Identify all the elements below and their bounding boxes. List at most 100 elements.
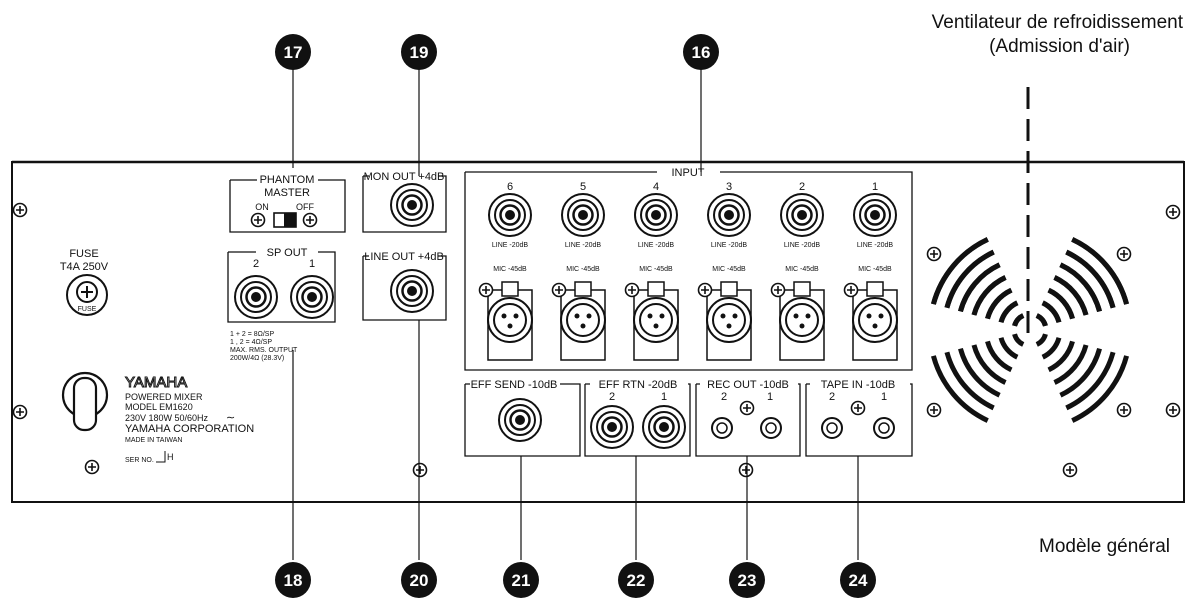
xlr-mic-input-icon[interactable] (560, 281, 606, 361)
rec-out-2-rca-icon[interactable] (711, 417, 733, 439)
fuse-label: FUSE (69, 248, 98, 260)
fan-screw-icon (1116, 246, 1132, 262)
svg-text:23: 23 (738, 571, 757, 590)
mic-input-label: MIC -45dB (785, 266, 819, 273)
input-channel-number: 6 (507, 181, 513, 193)
xlr-screw-icon (843, 282, 859, 298)
callout-17: 17 (275, 34, 311, 70)
line-input-jack-icon[interactable] (852, 192, 898, 238)
eff-send-section: EFF SEND -10dB (464, 379, 581, 457)
input-title: INPUT (672, 167, 705, 179)
tape-in-ch1-label: 1 (881, 391, 887, 403)
xlr-screw-icon (697, 282, 713, 298)
input-channel-number: 5 (580, 181, 586, 193)
mic-input-label: MIC -45dB (493, 266, 527, 273)
nameplate: YAMAHA POWERED MIXER MODEL EM1620 230V 1… (125, 374, 255, 465)
panel-screw-icon (12, 202, 28, 218)
sp-out-ch1-label: 1 (309, 258, 315, 270)
tape-in-ch2-label: 2 (829, 391, 835, 403)
cooling-fan-grille-icon (930, 237, 1130, 423)
line-input-label: LINE -20dB (857, 242, 894, 249)
tape-in-1-rca-icon[interactable] (873, 417, 895, 439)
eff-send-label: EFF SEND -10dB (471, 379, 558, 391)
callout-23: 23 (729, 562, 765, 598)
phantom-off-label: OFF (296, 202, 314, 212)
mic-input-label: MIC -45dB (858, 266, 892, 273)
sp-out-section: SP OUT 2 1 1 + 2 = 8Ω/SP 1 , 2 = 4Ω/SP M… (227, 247, 336, 362)
line-input-jack-icon[interactable] (560, 192, 606, 238)
power-inlet-icon (61, 371, 109, 432)
xlr-mic-input-icon[interactable] (779, 281, 825, 361)
phantom-label: PHANTOM (260, 174, 315, 186)
svg-text:18: 18 (284, 571, 303, 590)
sp-out-spec-3: MAX. RMS. OUTPUT (230, 347, 298, 354)
svg-text:22: 22 (627, 571, 646, 590)
sp-out-spec-1: 1 + 2 = 8Ω/SP (230, 331, 274, 338)
callout-19: 19 (401, 34, 437, 70)
xlr-mic-input-icon[interactable] (633, 281, 679, 361)
fuse-cap-label: FUSE (78, 306, 97, 313)
mon-out-jack-icon[interactable] (389, 182, 435, 228)
xlr-screw-icon (770, 282, 786, 298)
phantom-on-label: ON (255, 202, 269, 212)
phantom-switch[interactable] (273, 212, 297, 228)
tape-in-2-rca-icon[interactable] (821, 417, 843, 439)
sp-out-spec-4: 200W/4Ω (28.3V) (230, 355, 284, 362)
line-input-jack-icon[interactable] (487, 192, 533, 238)
xlr-mic-input-icon[interactable] (706, 281, 752, 361)
model-name: MODEL EM1620 (125, 402, 193, 412)
svg-text:19: 19 (410, 43, 429, 62)
panel-screw-icon (1165, 402, 1181, 418)
rec-out-1-rca-icon[interactable] (760, 417, 782, 439)
xlr-screw-icon (478, 282, 494, 298)
svg-text:16: 16 (692, 43, 711, 62)
callout-18: 18 (275, 562, 311, 598)
xlr-mic-input-icon[interactable] (852, 281, 898, 361)
h-mark: H (167, 452, 174, 462)
fan-caption-line1: Ventilateur de refroidissement (932, 12, 1184, 33)
brand-logo: YAMAHA (125, 374, 187, 391)
callout-20: 20 (401, 562, 437, 598)
eff-rtn-section: EFF RTN -20dB 2 1 (584, 379, 691, 457)
line-input-jack-icon[interactable] (706, 192, 752, 238)
fuse-holder-icon[interactable] (66, 274, 108, 316)
phantom-master-section: PHANTOM MASTER ON OFF (229, 174, 346, 233)
fan-screw-icon (1116, 402, 1132, 418)
line-input-label: LINE -20dB (638, 242, 675, 249)
power-spec: 230V 180W 50/60Hz (125, 413, 209, 423)
mic-input-label: MIC -45dB (712, 266, 746, 273)
sp-out-2-jack-icon[interactable] (233, 274, 279, 320)
svg-text:20: 20 (410, 571, 429, 590)
line-input-label: LINE -20dB (565, 242, 602, 249)
tape-in-label: TAPE IN -10dB (821, 379, 895, 391)
fan-screw-icon (926, 246, 942, 262)
line-out-jack-icon[interactable] (389, 268, 435, 314)
rec-out-label: REC OUT -10dB (707, 379, 789, 391)
eff-send-jack-icon[interactable] (497, 397, 543, 443)
phantom-master-label: MASTER (264, 187, 310, 199)
sp-out-title: SP OUT (267, 247, 308, 259)
callout-16: 16 (683, 34, 719, 70)
line-input-jack-icon[interactable] (633, 192, 679, 238)
rec-out-ch2-label: 2 (721, 391, 727, 403)
svg-text:17: 17 (284, 43, 303, 62)
product-name: POWERED MIXER (125, 392, 203, 402)
fan-caption-line2: (Admission d'air) (989, 36, 1130, 57)
callout-leaders (292, 68, 859, 560)
eff-rtn-1-jack-icon[interactable] (641, 404, 687, 450)
panel-screw-icon (738, 462, 754, 478)
panel-screw-icon (12, 404, 28, 420)
sp-out-1-jack-icon[interactable] (289, 274, 335, 320)
panel-screw-icon (1062, 462, 1078, 478)
line-input-label: LINE -20dB (711, 242, 748, 249)
xlr-mic-input-icon[interactable] (487, 281, 533, 361)
line-input-label: LINE -20dB (784, 242, 821, 249)
eff-rtn-2-jack-icon[interactable] (589, 404, 635, 450)
line-input-jack-icon[interactable] (779, 192, 825, 238)
